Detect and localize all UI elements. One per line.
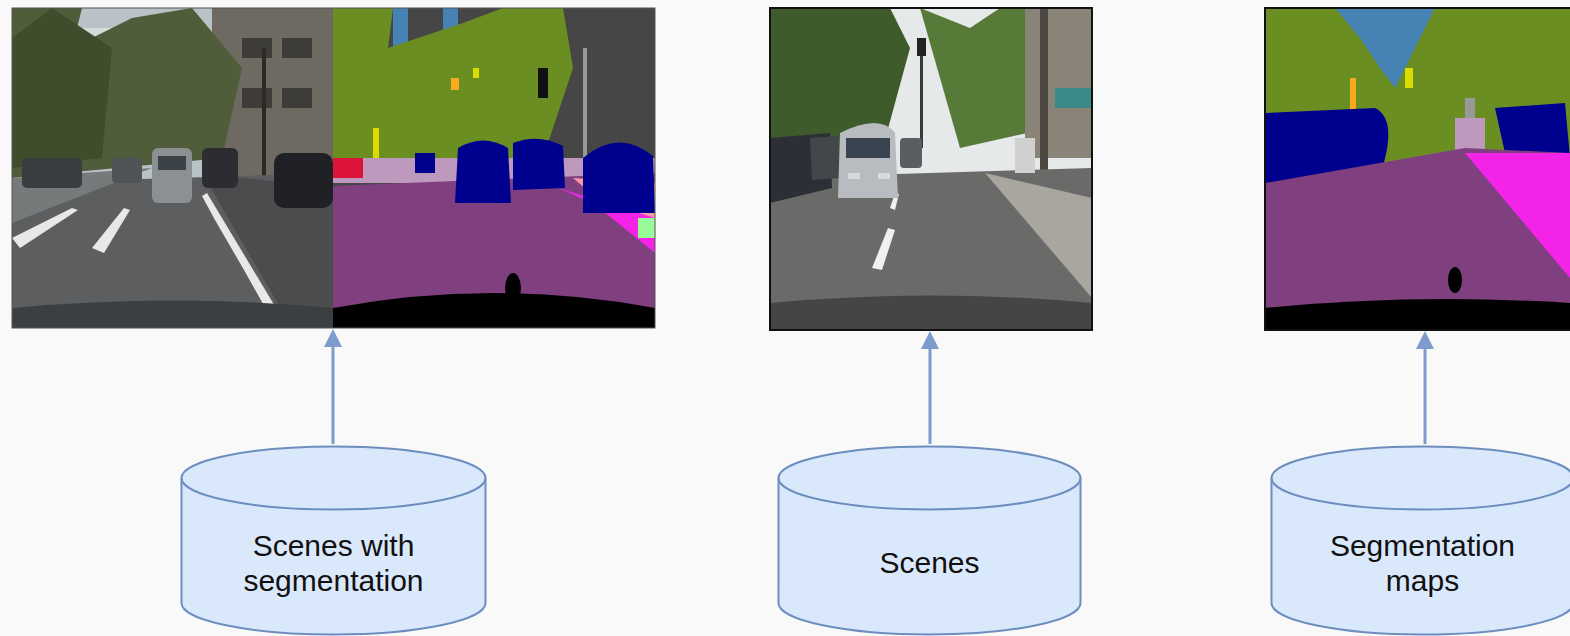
cylinder-body: Scenes [777,511,1082,616]
database-cylinder: Scenes with segmentation [180,445,487,636]
street-photo [770,8,1092,330]
node-label: Scenes [879,546,979,581]
cylinder-rim [182,478,486,510]
cylinder-outline [182,447,486,635]
segmentation-map [1265,8,1570,330]
cylinder-rim [779,478,1081,509]
node-label: Scenes with segmentation [216,529,451,598]
street-photo [12,8,333,328]
node-label: Segmentation maps [1305,529,1540,598]
cylinder-outline [779,447,1081,635]
cylinder-rim [1272,478,1570,509]
database-cylinder: Scenes [777,445,1082,636]
cylinder-body: Segmentation maps [1270,511,1570,616]
cylinder-shape [777,445,1082,636]
cylinder-outline [1272,447,1570,635]
database-cylinder: Segmentation maps [1270,445,1570,636]
up-arrow [1424,340,1427,444]
cylinder-body: Scenes with segmentation [180,511,487,616]
segmentation-map [333,8,655,328]
up-arrow [929,340,932,444]
up-arrow [332,338,335,444]
